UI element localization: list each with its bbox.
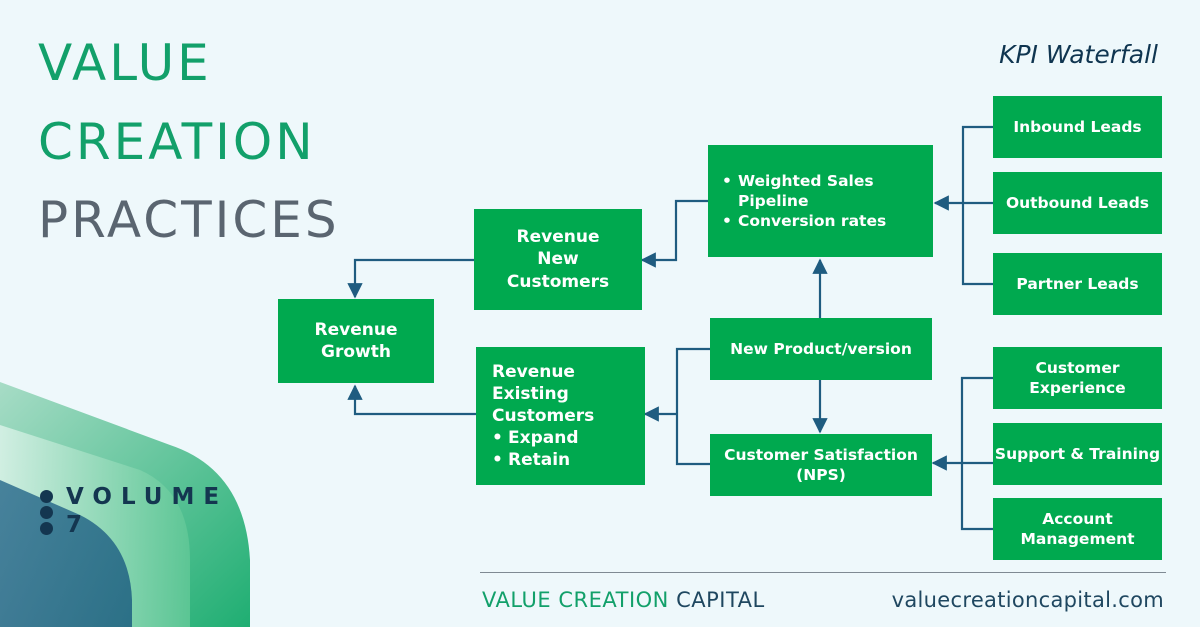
connector-partner	[961, 203, 993, 286]
box-account-management: Account Management	[993, 498, 1162, 560]
bullet-weighted-sales: Weighted Sales Pipeline	[722, 171, 902, 211]
box-customer-satisfaction: Customer Satisfaction (NPS)	[710, 434, 932, 496]
box-revenue-growth-label: Revenue Growth	[314, 319, 398, 362]
dot-3	[40, 522, 53, 535]
dot-1	[40, 490, 53, 503]
box-new-product-label: New Product/version	[730, 339, 912, 358]
box-new-product-version: New Product/version	[710, 318, 932, 380]
connector-product-to-existing	[675, 347, 710, 466]
box-revenue-new-customers-label: Revenue New Customers	[506, 227, 610, 292]
footer-divider	[480, 572, 1166, 573]
box-outbound-leads-label: Outbound Leads	[1005, 193, 1150, 212]
volume-word: VOLUME	[66, 484, 229, 510]
dot-2	[40, 506, 53, 519]
volume-dots	[40, 490, 53, 538]
bullet-retain: Retain	[492, 449, 594, 471]
bullet-expand: Expand	[492, 427, 594, 449]
box-outbound-leads: Outbound Leads	[993, 172, 1162, 234]
brand-name: VALUE CREATION CAPITAL	[482, 588, 765, 612]
volume-label: VOLUME 7	[66, 484, 229, 538]
box-revenue-existing-customers: Revenue Existing Customers Expand Retain	[476, 347, 645, 485]
website-url[interactable]: valuecreationcapital.com	[891, 588, 1164, 612]
box-partner-leads: Partner Leads	[993, 253, 1162, 315]
connector-existing-to-growth	[347, 384, 476, 416]
box-customer-experience: Customer Experience	[993, 347, 1162, 409]
connector-experience	[960, 376, 993, 463]
box-revenue-new-customers: Revenue New Customers	[474, 209, 642, 310]
box-support-training-label: Support & Training	[994, 444, 1161, 463]
box-customer-satisfaction-label: Customer Satisfaction (NPS)	[724, 445, 918, 484]
box-customer-experience-label: Customer Experience	[1029, 358, 1126, 397]
box-support-training: Support & Training	[993, 423, 1162, 485]
volume-number: 7	[66, 511, 92, 538]
title-line-2: CREATION	[38, 113, 316, 171]
box-partner-leads-label: Partner Leads	[1016, 274, 1139, 293]
connector-inbound	[961, 125, 993, 203]
bullet-conversion-rates: Conversion rates	[722, 211, 902, 231]
box-weighted-sales-pipeline: Weighted Sales Pipeline Conversion rates	[708, 145, 933, 257]
box-revenue-existing-title: Revenue Existing Customers	[492, 361, 595, 426]
connector-account	[960, 463, 993, 531]
title-line-1: VALUE	[38, 34, 212, 92]
title-line-3: PRACTICES	[38, 191, 340, 249]
box-inbound-leads: Inbound Leads	[993, 96, 1162, 158]
connector-weighted-to-new	[640, 199, 708, 268]
brand-name-part1: VALUE CREATION	[482, 588, 669, 612]
box-inbound-leads-label: Inbound Leads	[1013, 117, 1142, 136]
brand-name-part2: CAPITAL	[676, 588, 765, 612]
connector-new-to-growth	[347, 258, 474, 299]
box-revenue-growth: Revenue Growth	[278, 299, 434, 383]
box-account-management-label: Account Management	[1020, 509, 1135, 548]
diagram-subtitle: KPI Waterfall	[999, 40, 1158, 69]
